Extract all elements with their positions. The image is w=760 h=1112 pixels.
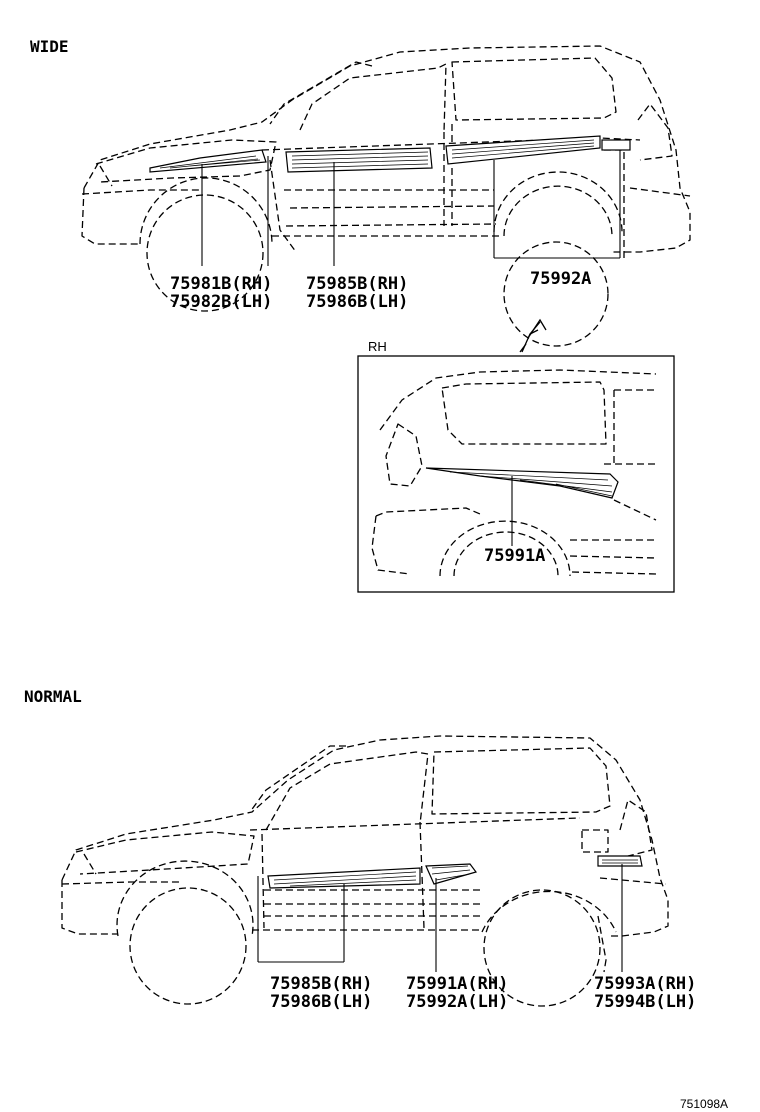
normal-part-label-1-rh: 75985B(RH) bbox=[270, 974, 372, 994]
normal-vehicle-drawing bbox=[61, 735, 669, 1007]
detail-pointer-arrow bbox=[519, 318, 547, 353]
normal-part-label-2-lh: 75992A(LH) bbox=[406, 992, 508, 1012]
wide-vehicle-drawing bbox=[81, 45, 691, 312]
wide-part-label-3: 75992A bbox=[530, 269, 591, 289]
wide-leader-lines bbox=[201, 150, 621, 347]
wide-part-label-1-lh: 75982B(LH) bbox=[170, 292, 272, 312]
normal-part-label-3-lh: 75994B(LH) bbox=[594, 992, 696, 1012]
section-label-normal: NORMAL bbox=[24, 687, 82, 706]
normal-part-label-2-rh: 75991A(RH) bbox=[406, 974, 508, 994]
detail-side-label: RH bbox=[368, 339, 387, 354]
wide-moldings bbox=[149, 135, 631, 173]
detail-box bbox=[357, 355, 675, 593]
detail-rear-quarter-drawing bbox=[371, 369, 657, 577]
detail-part-label: 75991A bbox=[484, 546, 545, 566]
wide-part-label-2-rh: 75985B(RH) bbox=[306, 274, 408, 294]
section-label-wide: WIDE bbox=[30, 37, 69, 56]
figure-code: 751098A bbox=[680, 1097, 728, 1111]
detail-molding bbox=[425, 467, 619, 499]
normal-part-label-3-rh: 75993A(RH) bbox=[594, 974, 696, 994]
normal-moldings bbox=[267, 855, 643, 889]
normal-part-label-1-lh: 75986B(LH) bbox=[270, 992, 372, 1012]
normal-leader-lines bbox=[257, 864, 623, 972]
wide-part-label-2-lh: 75986B(LH) bbox=[306, 292, 408, 312]
wide-part-label-1-rh: 75981B(RH) bbox=[170, 274, 272, 294]
